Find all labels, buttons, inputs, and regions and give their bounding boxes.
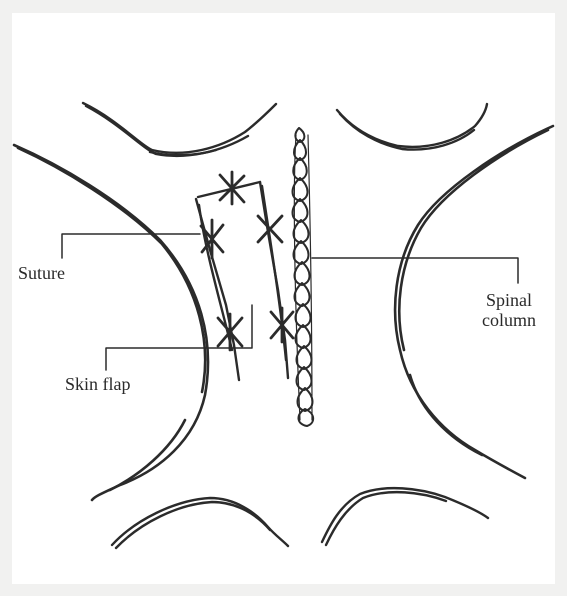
label-spinal-column: Spinal column	[482, 290, 536, 330]
label-suture: Suture	[18, 263, 65, 283]
label-skin-flap: Skin flap	[65, 374, 131, 394]
label-spinal-line1: Spinal	[482, 290, 536, 310]
label-spinal-line2: column	[482, 310, 536, 330]
